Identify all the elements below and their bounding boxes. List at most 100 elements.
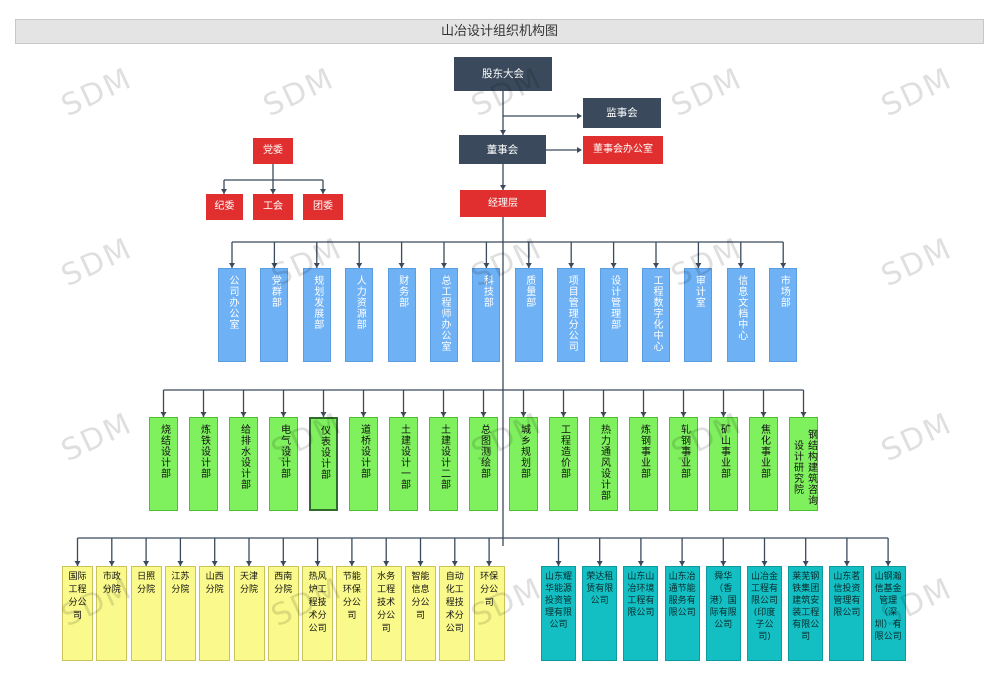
design-unit-box-label: 总图测绘部 [478, 424, 490, 479]
arrowhead [525, 263, 532, 268]
design-unit-box-16[interactable]: 钢结构建筑咨询设计研究院 [789, 417, 818, 511]
department-box-13[interactable]: 市场部 [769, 268, 798, 362]
design-unit-box-15[interactable]: 焦化事业部 [749, 417, 778, 511]
node-management[interactable]: 经理层 [460, 190, 546, 217]
subsidiary-box-2[interactable]: 山东山冶环境工程有限公司 [623, 566, 659, 661]
arrowhead [160, 412, 167, 417]
subsidiary-box-8[interactable]: 山钢瀚信基金管理（深圳）有限公司 [870, 566, 906, 661]
design-unit-box-0[interactable]: 烧结设计部 [149, 417, 178, 511]
department-box-2[interactable]: 规划发展部 [302, 268, 331, 362]
branch-box-label: 环保分公司 [480, 572, 499, 608]
node-board-office[interactable]: 董事会办公室 [583, 136, 663, 164]
design-unit-box-1[interactable]: 炼铁设计部 [189, 417, 218, 511]
arrowhead [360, 412, 367, 417]
design-unit-box-6[interactable]: 土建设计一部 [389, 417, 418, 511]
branch-box-3[interactable]: 江苏分院 [164, 566, 196, 661]
subsidiary-box-label: 莱芜钢铁集团建筑安装工程有限公司 [792, 572, 820, 642]
branch-box-1[interactable]: 市政分院 [96, 566, 128, 661]
branch-box-7[interactable]: 热风炉工程技术分公司 [302, 566, 334, 661]
department-box-label: 信息文档中心 [735, 275, 747, 341]
branch-box-11[interactable]: 自动化工程技术分公司 [439, 566, 471, 661]
arrowhead [843, 561, 850, 566]
design-unit-box-label: 炼铁设计部 [198, 424, 210, 479]
branch-box-label: 江苏分院 [171, 572, 190, 595]
branch-box-9[interactable]: 水务工程技术分公司 [370, 566, 402, 661]
department-box-label: 规划发展部 [311, 275, 323, 330]
design-unit-box-label: 工程造价部 [558, 424, 570, 479]
node-party-committee[interactable]: 党委 [253, 138, 293, 164]
branch-box-0[interactable]: 国际工程分公司 [62, 566, 93, 661]
design-unit-box-label: 给排水设计部 [238, 424, 250, 490]
arrowhead [74, 561, 81, 566]
department-box-10[interactable]: 工程数字化中心 [642, 268, 670, 362]
design-unit-box-label: 土建设计一部 [398, 424, 410, 490]
subsidiary-box-0[interactable]: 山东耀华能源投资管理有限公司 [541, 566, 576, 661]
design-unit-box-3[interactable]: 电气设计部 [269, 417, 298, 511]
department-box-4[interactable]: 财务部 [387, 268, 416, 362]
department-box-9[interactable]: 设计管理部 [599, 268, 628, 362]
department-box-0[interactable]: 公司办公室 [218, 268, 246, 362]
branch-box-label: 智能信息分公司 [411, 572, 430, 621]
subsidiary-box-1[interactable]: 荣达租赁有限公司 [582, 566, 618, 661]
department-box-11[interactable]: 审计室 [684, 268, 713, 362]
arrowhead [451, 561, 458, 566]
subsidiary-box-6[interactable]: 莱芜钢铁集团建筑安装工程有限公司 [788, 566, 824, 661]
branch-box-2[interactable]: 日照分院 [130, 566, 162, 661]
design-unit-box-5[interactable]: 道桥设计部 [349, 417, 378, 511]
department-box-label: 总工程师办公室 [439, 275, 450, 352]
design-unit-box-9[interactable]: 城乡规划部 [509, 417, 538, 511]
design-unit-box-label: 炼钢事业部 [638, 424, 650, 479]
department-box-5[interactable]: 总工程师办公室 [430, 268, 458, 362]
subsidiary-box-4[interactable]: 舜华（香港）国际有限公司 [705, 566, 741, 661]
arrowhead [695, 263, 702, 268]
subsidiary-box-label: 山东茗信投资管理有限公司 [833, 572, 861, 618]
arrowhead [271, 263, 278, 268]
node-union[interactable]: 工会 [253, 194, 293, 220]
subsidiary-box-3[interactable]: 山东冶通节能服务有限公司 [664, 566, 700, 661]
design-unit-box-8[interactable]: 总图测绘部 [469, 417, 498, 511]
subsidiary-box-5[interactable]: 山冶金工程有限公司(印度子公司) [747, 566, 782, 661]
design-unit-box-10[interactable]: 工程造价部 [549, 417, 578, 511]
branch-box-label: 水务工程技术分公司 [377, 572, 396, 634]
department-box-1[interactable]: 党群部 [260, 268, 289, 362]
design-unit-box-4[interactable]: 仪表设计部 [309, 417, 338, 511]
design-unit-box-13[interactable]: 轧钢事业部 [669, 417, 698, 511]
department-box-8[interactable]: 项目管理分公司 [557, 268, 586, 362]
subsidiary-box-label: 舜华（香港）国际有限公司 [709, 572, 737, 630]
branch-box-5[interactable]: 天津分院 [233, 566, 265, 661]
branch-box-10[interactable]: 智能信息分公司 [405, 566, 436, 661]
subsidiary-box-7[interactable]: 山东茗信投资管理有限公司 [829, 566, 865, 661]
branch-box-6[interactable]: 西南分院 [267, 566, 299, 661]
design-unit-box-label: 电气设计部 [278, 424, 290, 479]
arrowhead [270, 189, 276, 194]
subsidiary-box-label: 山东耀华能源投资管理有限公司 [545, 572, 573, 630]
design-unit-box-2[interactable]: 给排水设计部 [229, 417, 258, 511]
node-supervisors[interactable]: 监事会 [583, 98, 661, 128]
department-box-7[interactable]: 质量部 [514, 268, 543, 362]
arrowhead [679, 561, 686, 566]
branch-box-label: 热风炉工程技术分公司 [308, 572, 327, 634]
department-box-6[interactable]: 科技部 [472, 268, 501, 362]
design-unit-box-12[interactable]: 炼钢事业部 [629, 417, 658, 511]
department-box-12[interactable]: 信息文档中心 [726, 268, 755, 362]
design-unit-box-7[interactable]: 土建设计二部 [429, 417, 458, 511]
arrowhead [229, 263, 235, 268]
department-box-3[interactable]: 人力资源部 [345, 268, 374, 362]
design-unit-box-11[interactable]: 热力通风设计部 [589, 417, 618, 511]
node-discipline[interactable]: 纪委 [206, 194, 243, 220]
node-board[interactable]: 董事会 [459, 135, 546, 164]
arrowhead [637, 561, 644, 566]
arrowhead [885, 561, 892, 566]
branch-box-4[interactable]: 山西分院 [199, 566, 231, 661]
arrowhead [280, 412, 287, 417]
arrowhead [640, 412, 647, 417]
arrowhead [280, 561, 287, 566]
arrowhead [720, 412, 727, 417]
branch-box-12[interactable]: 环保分公司 [473, 566, 505, 661]
node-youth-league[interactable]: 团委 [303, 194, 343, 220]
node-shareholders[interactable]: 股东大会 [454, 57, 552, 91]
design-unit-box-14[interactable]: 矿山事业部 [709, 417, 738, 511]
arrowhead [500, 185, 506, 190]
branch-box-8[interactable]: 节能环保分公司 [336, 566, 368, 661]
design-unit-box-label: 仪表设计部 [318, 425, 330, 480]
